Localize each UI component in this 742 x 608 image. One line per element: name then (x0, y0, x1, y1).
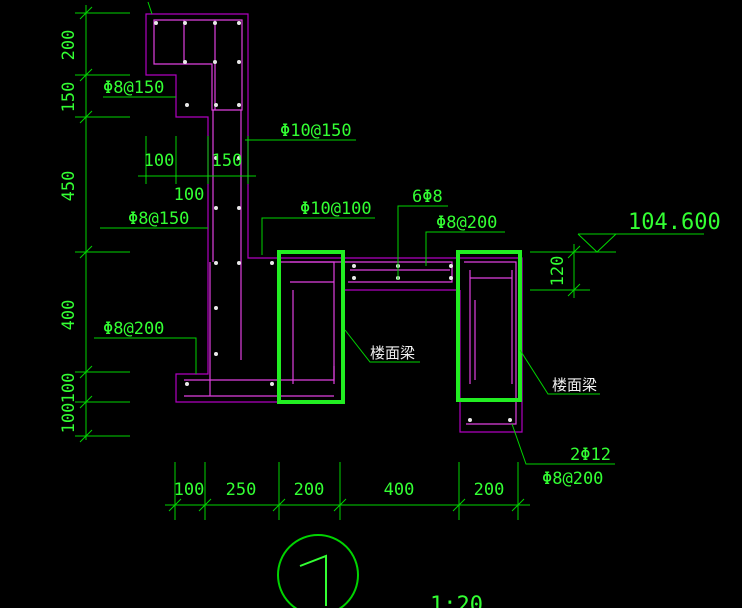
label-slab-top: Φ10@100 (300, 199, 372, 219)
elevation-marker: 104.600 120 (530, 210, 721, 298)
dim-left-450: 450 (59, 171, 79, 202)
dim-inner-100b: 100 (174, 185, 205, 205)
left-dimension-chain: 200 150 450 400 100 100 (59, 5, 130, 443)
dim-left-100a: 100 (59, 373, 79, 404)
dim-left-100b: 100 (59, 403, 79, 434)
dim-bottom-250: 250 (226, 480, 257, 500)
dim-bottom-200b: 200 (474, 480, 505, 500)
dim-bottom-200a: 200 (294, 480, 325, 500)
section-number: 1 (313, 525, 323, 545)
beam-label-left: 楼面梁 (370, 344, 415, 362)
label-beam-bottom: 2Φ12 (570, 445, 611, 465)
dim-inner-150: 150 (212, 151, 243, 171)
beam-labels: 楼面梁 楼面梁 (344, 329, 600, 395)
dim-bottom-400: 400 (384, 480, 415, 500)
bottom-dimension-chain: 100 250 200 400 200 (165, 462, 530, 520)
label-beam-stirrup: Φ8@200 (542, 469, 603, 489)
dim-bottom-100: 100 (174, 480, 205, 500)
beam-highlight-left (277, 250, 345, 404)
label-vertical: Φ10@150 (280, 121, 352, 141)
dim-left-150: 150 (59, 82, 79, 113)
beam-highlight-right (456, 250, 522, 402)
section-symbol: 1 1:20 (277, 525, 483, 608)
dim-left-400: 400 (59, 300, 79, 331)
label-slab-dist: Φ8@200 (436, 213, 497, 233)
dim-left-200: 200 (59, 30, 79, 61)
label-slab-count: 6Φ8 (412, 187, 443, 207)
inner-dimensions: 100 150 100 (138, 136, 256, 205)
drawing-scale: 1:20 (430, 593, 483, 608)
slab-thickness: 120 (548, 256, 568, 287)
rebar-lines (153, 19, 517, 425)
elevation-value: 104.600 (628, 210, 721, 235)
label-left-mid: Φ8@150 (128, 209, 189, 229)
label-left-top: Φ8@150 (103, 78, 164, 98)
label-left-low: Φ8@200 (103, 319, 164, 339)
dim-inner-100: 100 (144, 151, 175, 171)
beam-highlights (277, 250, 522, 404)
rebar-labels: Φ8@150 Φ10@150 Φ8@150 Φ10@100 6Φ8 Φ8@200… (94, 78, 615, 489)
beam-label-right: 楼面梁 (552, 376, 597, 394)
